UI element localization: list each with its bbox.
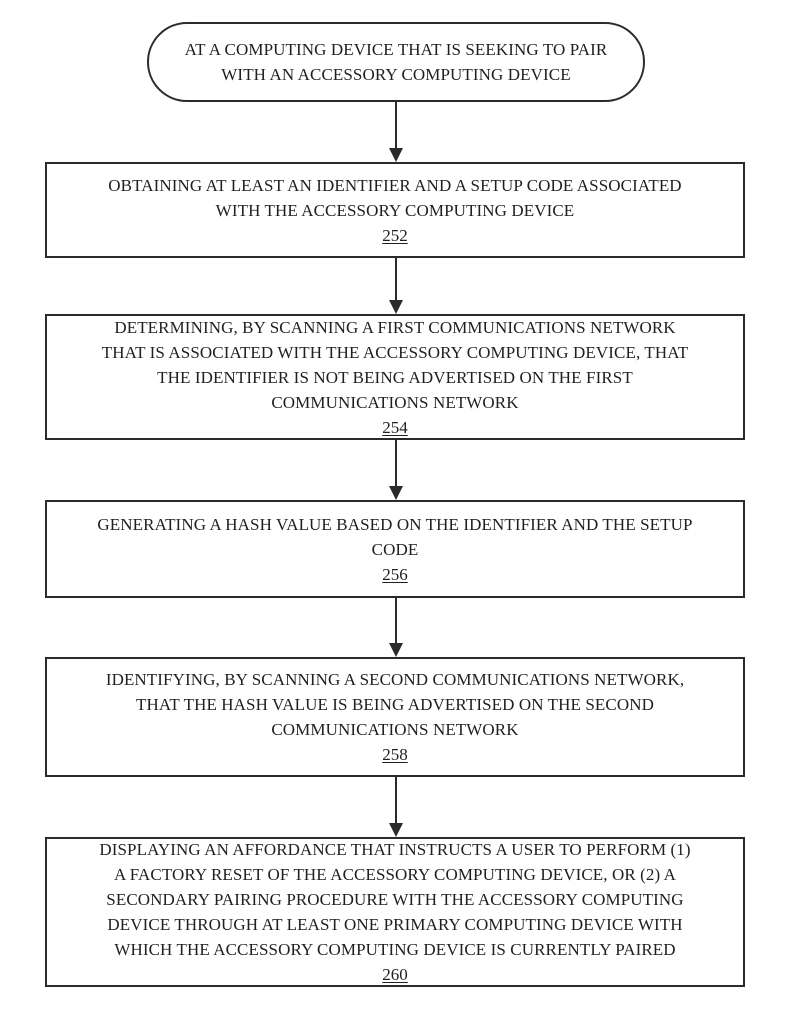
flow-node-254: DETERMINING, BY SCANNING A FIRST COMMUNI… — [45, 314, 745, 440]
arrow-head-down-icon — [389, 300, 403, 314]
arrow-line — [395, 777, 397, 825]
arrow-head-down-icon — [389, 148, 403, 162]
flow-node-258: IDENTIFYING, BY SCANNING A SECOND COMMUN… — [45, 657, 745, 777]
arrow-line — [395, 102, 397, 150]
flow-node-256-ref: 256 — [382, 564, 408, 584]
arrow-line — [395, 598, 397, 645]
flow-node-256-text: GENERATING A HASH VALUE BASED ON THE IDE… — [97, 514, 693, 559]
arrow-head-down-icon — [389, 643, 403, 657]
flow-arrow-start-to-252 — [389, 102, 403, 162]
arrow-line — [395, 440, 397, 488]
flow-node-254-ref: 254 — [382, 417, 408, 437]
flow-node-260-ref: 260 — [382, 965, 408, 984]
flow-node-258-ref: 258 — [382, 745, 408, 764]
flow-node-start-text: AT A COMPUTING DEVICE THAT IS SEEKING TO… — [184, 40, 608, 84]
flow-arrow-256-to-258 — [389, 598, 403, 657]
flow-node-256: GENERATING A HASH VALUE BASED ON THE IDE… — [45, 500, 745, 598]
arrow-head-down-icon — [389, 823, 403, 837]
flow-node-260-text: DISPLAYING AN AFFORDANCE THAT INSTRUCTS … — [99, 840, 691, 959]
flow-node-260: DISPLAYING AN AFFORDANCE THAT INSTRUCTS … — [45, 837, 745, 987]
flow-node-252: OBTAINING AT LEAST AN IDENTIFIER AND A S… — [45, 162, 745, 258]
flow-node-258-text: IDENTIFYING, BY SCANNING A SECOND COMMUN… — [105, 670, 685, 739]
flow-arrow-258-to-260 — [389, 777, 403, 837]
flow-arrow-252-to-254 — [389, 258, 403, 314]
arrow-line — [395, 258, 397, 302]
flow-node-start: AT A COMPUTING DEVICE THAT IS SEEKING TO… — [147, 22, 645, 102]
flow-node-252-ref: 252 — [382, 225, 408, 245]
flow-node-252-text: OBTAINING AT LEAST AN IDENTIFIER AND A S… — [108, 175, 682, 220]
arrow-head-down-icon — [389, 486, 403, 500]
flow-arrow-254-to-256 — [389, 440, 403, 500]
flow-node-254-text: DETERMINING, BY SCANNING A FIRST COMMUNI… — [101, 317, 689, 412]
